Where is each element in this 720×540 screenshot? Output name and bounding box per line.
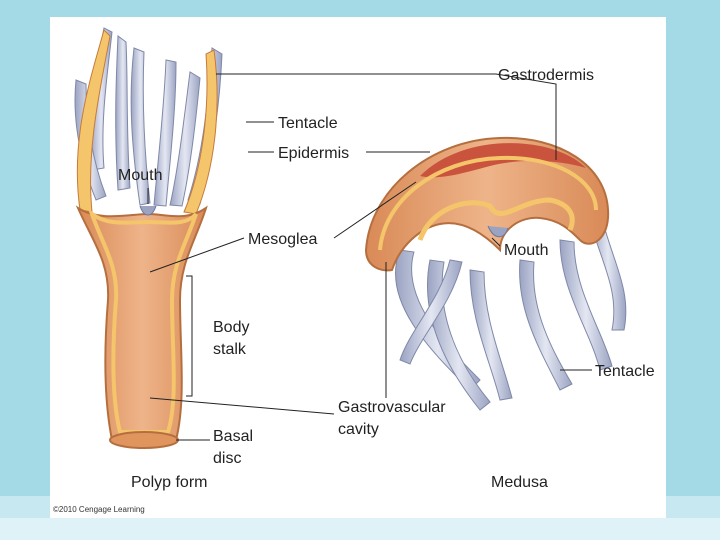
label-epidermis: Epidermis [278, 145, 349, 162]
label-gastrovascular-1: Gastrovascular [338, 399, 446, 416]
caption-polyp: Polyp form [131, 474, 207, 491]
polyp-illustration [75, 28, 222, 448]
label-mouth-medusa: Mouth [504, 242, 548, 259]
caption-medusa: Medusa [491, 474, 548, 491]
label-body-stalk-1: Body [213, 319, 249, 336]
label-basal-disc-2: disc [213, 450, 241, 467]
polyp-basal-disc [110, 432, 178, 448]
label-tentacle-medusa: Tentacle [595, 363, 655, 380]
body-stalk-bracket [186, 276, 192, 396]
label-tentacle-polyp: Tentacle [278, 115, 338, 132]
label-basal-disc-1: Basal [213, 428, 253, 445]
label-gastrovascular-2: cavity [338, 421, 379, 438]
label-mesoglea: Mesoglea [248, 231, 317, 248]
label-mouth-polyp: Mouth [118, 167, 162, 184]
medusa-illustration [366, 138, 626, 410]
label-gastrodermis: Gastrodermis [498, 67, 594, 84]
label-body-stalk-2: stalk [213, 341, 247, 358]
copyright-notice: ©2010 Cengage Learning [53, 505, 145, 514]
